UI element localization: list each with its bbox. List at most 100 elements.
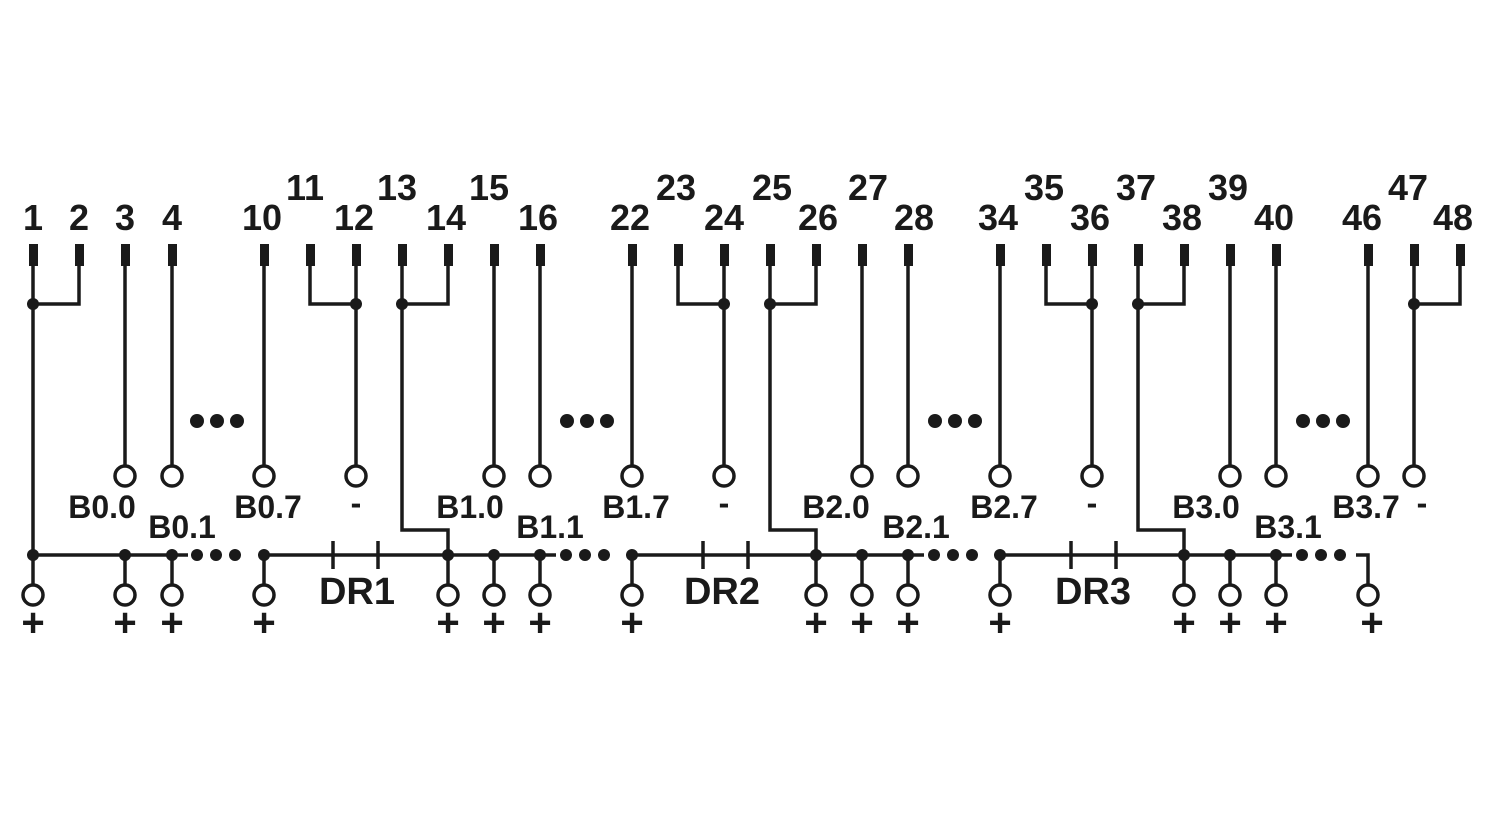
terminal-label: 36 bbox=[1070, 197, 1110, 238]
terminal-circle-icon bbox=[482, 583, 506, 607]
terminal-circle-icon bbox=[988, 583, 1012, 607]
plus-sign: + bbox=[252, 601, 275, 645]
terminal-pin-icon bbox=[1410, 244, 1419, 266]
terminal-circle-icon bbox=[1218, 583, 1242, 607]
terminal-pin-icon bbox=[1180, 244, 1189, 266]
connection-dot-icon bbox=[27, 549, 39, 561]
connection-dot-icon bbox=[902, 549, 914, 561]
terminal-label: 11 bbox=[286, 167, 324, 208]
ellipsis-dots-icon bbox=[190, 414, 244, 428]
terminal-pin-icon bbox=[812, 244, 821, 266]
terminal-label: 40 bbox=[1254, 197, 1294, 238]
terminal-pins bbox=[29, 244, 1465, 266]
ellipsis-dots-icon bbox=[560, 414, 614, 428]
resistor-ticks-dr1 bbox=[331, 541, 380, 569]
terminal-circle-icon bbox=[528, 464, 552, 488]
terminal-label: 39 bbox=[1208, 167, 1248, 208]
terminal-pin-icon bbox=[29, 244, 38, 266]
terminal-pin-icon bbox=[75, 244, 84, 266]
connection-dot-icon bbox=[994, 549, 1006, 561]
connection-dot-icon bbox=[166, 549, 178, 561]
channel-terminals bbox=[113, 464, 1426, 488]
terminal-circle-icon bbox=[344, 464, 368, 488]
terminal-pin-icon bbox=[720, 244, 729, 266]
terminal-circle-icon bbox=[113, 464, 137, 488]
terminal-label: 12 bbox=[334, 197, 374, 238]
terminal-circle-icon bbox=[160, 464, 184, 488]
terminal-pin-icon bbox=[1134, 244, 1143, 266]
terminal-pin-icon bbox=[858, 244, 867, 266]
wire-pin-37 bbox=[1136, 266, 1186, 555]
plus-sign: + bbox=[528, 601, 551, 645]
connection-dot-icon bbox=[27, 298, 39, 310]
connection-dot-icon bbox=[856, 549, 868, 561]
connection-dot-icon bbox=[810, 549, 822, 561]
terminal-pin-icon bbox=[444, 244, 453, 266]
terminal-pin-icon bbox=[1364, 244, 1373, 266]
terminal-circle-icon bbox=[113, 583, 137, 607]
channel-labels: B0.0 B0.1 B0.7 - B1.0 B1.1 B1.7 - B2.0 B… bbox=[68, 485, 1427, 545]
terminal-circle-icon bbox=[1080, 464, 1104, 488]
terminal-label: 37 bbox=[1116, 167, 1156, 208]
terminal-label: 34 bbox=[978, 197, 1018, 238]
terminal-circle-icon bbox=[896, 464, 920, 488]
terminal-pin-icon bbox=[674, 244, 683, 266]
terminal-label: 4 bbox=[162, 197, 182, 238]
terminal-label: 38 bbox=[1162, 197, 1202, 238]
ellipsis-dots-icon bbox=[191, 549, 241, 561]
terminal-label: 26 bbox=[798, 197, 838, 238]
ellipsis-dots-icon bbox=[1296, 549, 1346, 561]
terminal-pin-icon bbox=[490, 244, 499, 266]
terminal-label: 25 bbox=[752, 167, 792, 208]
terminal-circle-icon bbox=[21, 583, 45, 607]
plus-sign: + bbox=[160, 601, 183, 645]
terminal-circle-icon bbox=[1402, 464, 1426, 488]
terminal-pin-icon bbox=[1226, 244, 1235, 266]
connection-dot-icon bbox=[396, 298, 408, 310]
connection-dot-icon bbox=[1132, 298, 1144, 310]
channel-label: - bbox=[1087, 485, 1098, 521]
ellipsis-dots-icon bbox=[1296, 414, 1350, 428]
wire-pin-48 bbox=[1414, 266, 1462, 306]
connection-dot-icon bbox=[626, 549, 638, 561]
channel-label: B0.7 bbox=[234, 489, 302, 525]
channel-label: B1.0 bbox=[436, 489, 504, 525]
ellipsis-dots-icon bbox=[560, 549, 610, 561]
plus-sign: + bbox=[1218, 601, 1241, 645]
channel-label: B0.0 bbox=[68, 489, 136, 525]
plus-sign: + bbox=[850, 601, 873, 645]
terminal-pin-icon bbox=[628, 244, 637, 266]
terminal-pin-icon bbox=[168, 244, 177, 266]
terminal-circle-icon bbox=[160, 583, 184, 607]
terminal-circle-icon bbox=[1264, 464, 1288, 488]
terminal-circle-icon bbox=[896, 583, 920, 607]
connection-dot-icon bbox=[718, 298, 730, 310]
terminal-pin-icon bbox=[1088, 244, 1097, 266]
terminal-circle-icon bbox=[850, 583, 874, 607]
terminal-circle-icon bbox=[482, 464, 506, 488]
terminal-circle-icon bbox=[712, 464, 736, 488]
terminal-circle-icon bbox=[620, 583, 644, 607]
plus-sign: + bbox=[804, 601, 827, 645]
terminal-pin-icon bbox=[1456, 244, 1465, 266]
terminal-circle-icon bbox=[988, 464, 1012, 488]
connection-dot-icon bbox=[1270, 549, 1282, 561]
wire-pin-25 bbox=[768, 266, 818, 555]
terminal-label: 3 bbox=[115, 197, 135, 238]
connection-dot-icon bbox=[258, 549, 270, 561]
connection-dot-icon bbox=[1408, 298, 1420, 310]
terminal-circle-icon bbox=[436, 583, 460, 607]
terminal-pin-icon bbox=[904, 244, 913, 266]
resistor-label-dr2: DR2 bbox=[684, 571, 760, 613]
terminal-pin-icon bbox=[260, 244, 269, 266]
wire-pin-11 bbox=[308, 266, 356, 306]
terminal-label: 15 bbox=[469, 167, 509, 208]
plus-signs: + + + + + + + + + + + + + + + + bbox=[21, 601, 1383, 645]
terminal-circle-icon bbox=[1356, 464, 1380, 488]
wire-pin-13 bbox=[400, 266, 450, 555]
terminal-label: 2 bbox=[69, 197, 89, 238]
connection-dot-icon bbox=[1178, 549, 1190, 561]
connection-dot-icon bbox=[1086, 298, 1098, 310]
wire-pin-14 bbox=[402, 266, 450, 306]
